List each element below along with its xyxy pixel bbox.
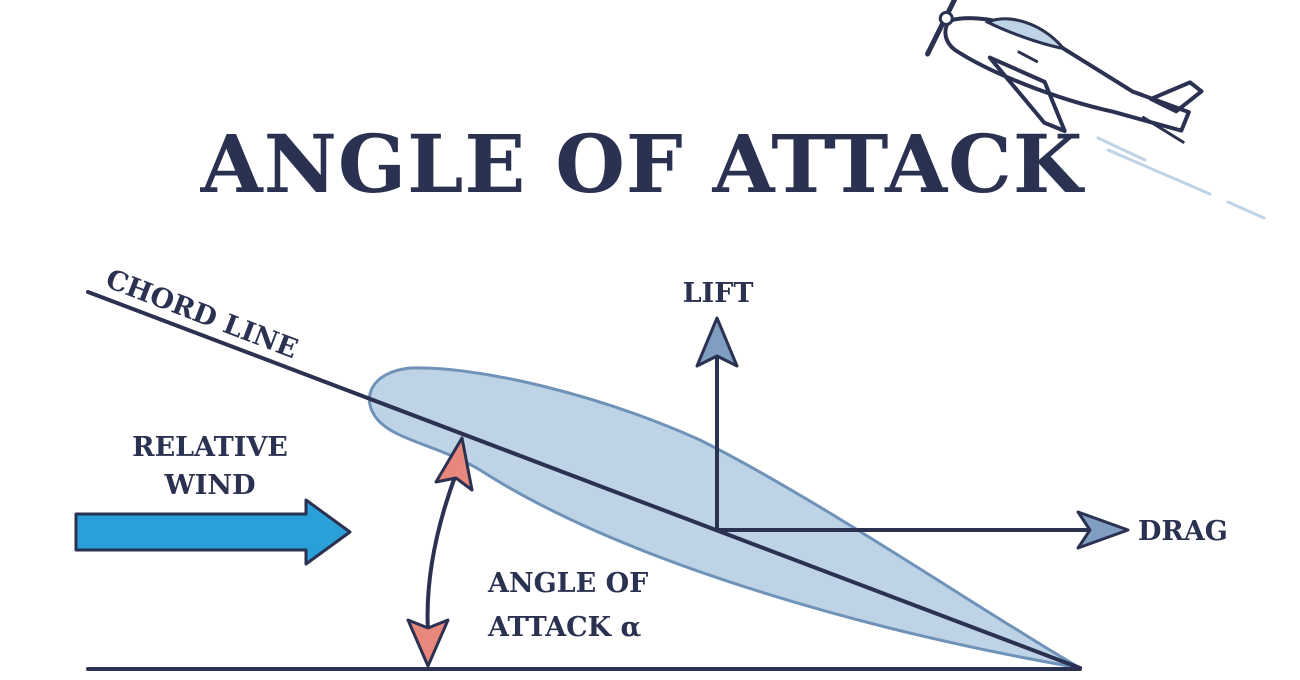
double-arrow-arc-icon [406, 436, 474, 668]
up-arrow-icon [695, 316, 739, 368]
angle-of-attack-label-line2: ATTACK α [487, 612, 642, 643]
wind-arrow-icon [74, 498, 352, 566]
drag-arrow [717, 510, 1130, 550]
chord-line-label: CHORD LINE [101, 264, 301, 366]
lift-arrow [695, 316, 739, 530]
relative-wind-label-line1: RELATIVE [132, 432, 288, 463]
airfoil-shape [367, 366, 1081, 670]
lift-label: LIFT [683, 278, 754, 309]
right-arrow-icon [1076, 510, 1130, 550]
chord-line [86, 290, 1082, 670]
drag-label: DRAG [1138, 516, 1228, 547]
page-title: ANGLE OF ATTACK [200, 117, 1085, 211]
relative-wind-label-line2: WIND [163, 470, 255, 501]
airplane-icon [925, 0, 1266, 220]
angle-of-attack-label-line1: ANGLE OF [487, 568, 648, 599]
